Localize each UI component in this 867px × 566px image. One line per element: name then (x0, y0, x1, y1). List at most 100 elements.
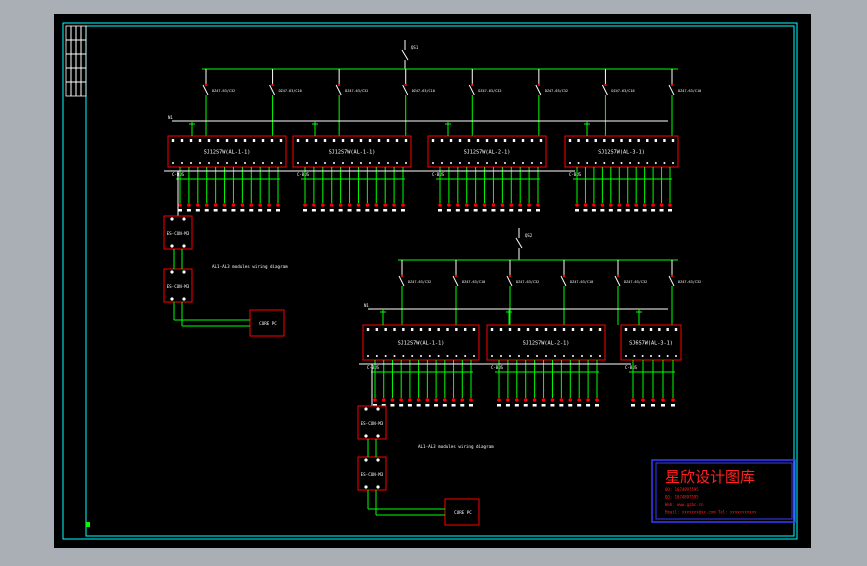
module-terminal-label (611, 139, 615, 142)
lamp-load (642, 203, 647, 207)
lamp-load-label (661, 404, 665, 407)
lamp-load-label (258, 209, 263, 212)
module-output-terminal (459, 162, 461, 164)
module-terminal-label (463, 328, 467, 331)
breaker-blade (601, 84, 608, 96)
module-output-terminal (369, 162, 371, 164)
lamp-load (213, 203, 218, 207)
drawing-frame (62, 22, 798, 540)
module-terminal-label (671, 139, 675, 142)
module-terminal-label (446, 328, 449, 331)
lamp-load (196, 203, 200, 207)
converter-terminal (364, 434, 368, 438)
module-output-terminal (577, 162, 580, 164)
lamp-load-label (651, 209, 656, 212)
lamp-load (416, 398, 421, 402)
pc-label: CORE PC (454, 510, 472, 515)
lamp-load (303, 203, 307, 207)
lamp-load-label (668, 209, 672, 212)
module-terminal-label (279, 139, 283, 142)
module-label: SJ12S7W(AL-1-1) (204, 150, 251, 156)
module-terminal-label (512, 139, 516, 142)
breaker-blade (452, 275, 459, 287)
breaker-blade (668, 275, 675, 287)
module-output-terminal (378, 162, 380, 164)
module-output-terminal (324, 162, 326, 164)
module-output-terminal (342, 162, 344, 164)
stamp-inner-border (655, 462, 793, 520)
feeder-switch (515, 237, 523, 249)
module-terminal-label (314, 139, 318, 142)
module-output-terminal (297, 162, 299, 164)
lamp-load-label (497, 404, 501, 407)
lamp-load-label (523, 404, 528, 407)
lamp-load (595, 398, 599, 402)
module-output-terminal (428, 355, 431, 357)
protocol-converter (163, 215, 193, 250)
lamp-load-label (642, 209, 647, 212)
lamp-load-label (641, 404, 645, 407)
lamp-load (577, 398, 581, 402)
converter-terminal (182, 270, 186, 274)
converter-terminal (170, 270, 174, 274)
lamp-load-label (482, 209, 487, 212)
module-terminal-label (633, 328, 636, 331)
module-terminal-label (658, 328, 661, 331)
converter-terminal (182, 217, 186, 221)
module-terminal-label (539, 139, 543, 142)
lamp-load (401, 203, 405, 207)
module-output-terminal (437, 355, 440, 357)
lamp-load-label (373, 404, 377, 407)
lamp-load-label (651, 404, 655, 407)
neutral-label: N1 (364, 303, 369, 308)
lamp-load-label (500, 209, 505, 212)
lamp-load-label (527, 209, 532, 212)
module-output-terminal (663, 162, 666, 164)
lamp-load (583, 203, 588, 207)
module-terminal-label (649, 328, 653, 331)
module-terminal-label (198, 139, 202, 142)
module-terminal-label (332, 139, 336, 142)
lamp-load-label (608, 209, 613, 212)
converter-terminal (376, 407, 380, 411)
module-terminal-label (641, 328, 644, 331)
module-output-terminal (473, 355, 475, 357)
lamp-load (536, 203, 540, 207)
feeder-switch (401, 49, 409, 61)
module-output-terminal (208, 162, 210, 164)
protocol-converter (357, 456, 387, 491)
relay-module (167, 135, 287, 168)
lamp-load-label (634, 209, 639, 212)
lamp-load (276, 203, 280, 207)
lamp-load (641, 398, 645, 402)
module-label: SJ12S7W(AL-2-1) (464, 150, 511, 156)
lamp-load-label (347, 209, 352, 212)
module-terminal-label (499, 328, 503, 331)
module-output-terminal (402, 355, 405, 357)
breaker-blade (668, 84, 675, 96)
module-output-terminal (387, 162, 389, 164)
module-output-terminal (586, 162, 589, 164)
lamp-load-label (505, 404, 510, 407)
converter-terminal (182, 244, 186, 248)
module-terminal-label (535, 328, 539, 331)
lamp-load (559, 398, 564, 402)
lamp-load (497, 398, 501, 402)
lamp-load-label (186, 209, 191, 212)
breaker-contact (454, 274, 458, 278)
module-output-terminal (333, 162, 335, 164)
module-terminal-label (646, 139, 649, 142)
control-bus-label: C-BUS (297, 172, 310, 177)
lamp-load (187, 203, 191, 207)
lamp-load-label (568, 404, 573, 407)
breaker-label: DZ47-63/C10 (570, 280, 593, 284)
module-output-terminal (172, 162, 174, 164)
lamp-load (586, 398, 590, 402)
lamp-load (617, 203, 622, 207)
breaker-contact (471, 83, 474, 87)
module-terminal-label (637, 139, 640, 142)
lamp-load-label (383, 209, 388, 212)
module-output-terminal (581, 355, 583, 357)
lamp-load (438, 203, 442, 207)
module-terminal-label (494, 139, 498, 142)
